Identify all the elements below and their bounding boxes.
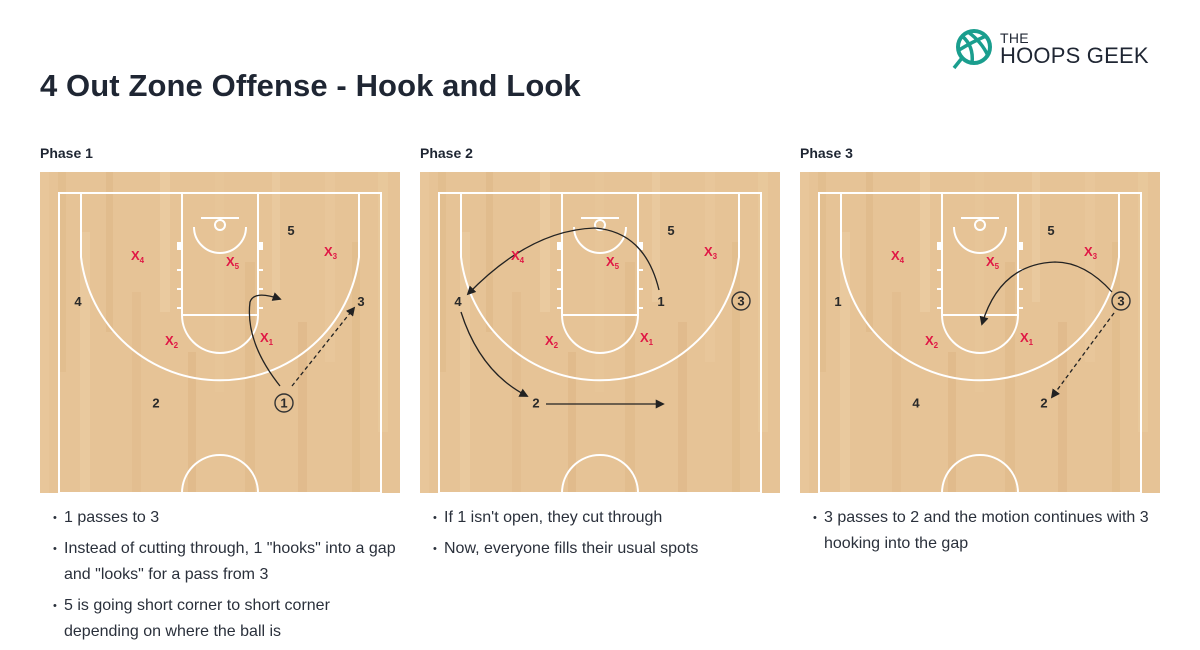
phase-2: Phase 2 1 2 3 4 5 X1 X2 X3 X4 X5 — [420, 145, 780, 567]
offense-player-4[interactable]: 4 — [74, 294, 82, 309]
offense-player-1[interactable]: 1 — [657, 294, 664, 309]
offense-player-5[interactable]: 5 — [287, 223, 294, 238]
offense-player-2[interactable]: 2 — [532, 396, 539, 411]
cut-path — [466, 227, 660, 296]
pass-path — [291, 306, 356, 387]
svg-text:3: 3 — [1117, 294, 1124, 309]
cut-path — [248, 292, 282, 387]
pass-path — [1050, 312, 1115, 399]
note: 3 passes to 2 and the motion continues w… — [800, 505, 1160, 557]
note: If 1 isn't open, they cut through — [420, 505, 780, 531]
offense-player-5[interactable]: 5 — [667, 223, 674, 238]
note: 5 is going short corner to short corner … — [40, 593, 400, 645]
phase-label: Phase 1 — [40, 145, 93, 161]
offense-player-1[interactable]: 1 — [274, 393, 294, 413]
logo-name: HOOPS GEEK — [1000, 43, 1149, 68]
cut-path — [460, 311, 529, 397]
offense-player-3[interactable]: 3 — [357, 294, 364, 309]
court-lines — [420, 172, 780, 493]
offense-player-5[interactable]: 5 — [1047, 223, 1054, 238]
offense-player-3[interactable]: 3 — [1111, 291, 1131, 311]
offense-player-2[interactable]: 2 — [152, 396, 159, 411]
phase-1: Phase 1 1 2 3 4 5 X1 X2 X3 X4 X5 1 p — [40, 145, 400, 650]
logo-the: THE — [1000, 30, 1029, 46]
court-diagram: 1 2 3 4 5 X1 X2 X3 X4 X5 — [420, 172, 780, 493]
offense-player-3[interactable]: 3 — [731, 291, 751, 311]
phase-label: Phase 2 — [420, 145, 473, 161]
logo[interactable]: THE HOOPS GEEK — [952, 28, 1149, 70]
note: 1 passes to 3 — [40, 505, 400, 531]
svg-text:3: 3 — [737, 294, 744, 309]
phase-notes: 3 passes to 2 and the motion continues w… — [800, 505, 1160, 557]
court-diagram: 1 2 3 4 5 X1 X2 X3 X4 X5 — [800, 172, 1160, 493]
offense-player-1[interactable]: 1 — [834, 294, 841, 309]
court-diagram: 1 2 3 4 5 X1 X2 X3 X4 X5 — [40, 172, 400, 493]
cut-path — [979, 261, 1113, 326]
phase-notes: If 1 isn't open, they cut through Now, e… — [420, 505, 780, 562]
offense-player-2[interactable]: 2 — [1040, 396, 1047, 411]
phase-label: Phase 3 — [800, 145, 853, 161]
basketball-icon — [952, 29, 992, 70]
phase-3: Phase 3 1 2 3 4 5 X1 X2 X3 X4 X5 3 p — [800, 145, 1160, 562]
court-lines — [800, 172, 1160, 493]
offense-player-4[interactable]: 4 — [912, 396, 920, 411]
offense-player-4[interactable]: 4 — [454, 294, 462, 309]
note: Now, everyone fills their usual spots — [420, 536, 780, 562]
note: Instead of cutting through, 1 "hooks" in… — [40, 536, 400, 588]
page-title: 4 Out Zone Offense - Hook and Look — [40, 68, 581, 103]
court-lines — [40, 172, 400, 493]
svg-text:1: 1 — [280, 396, 287, 411]
phase-notes: 1 passes to 3 Instead of cutting through… — [40, 505, 400, 645]
